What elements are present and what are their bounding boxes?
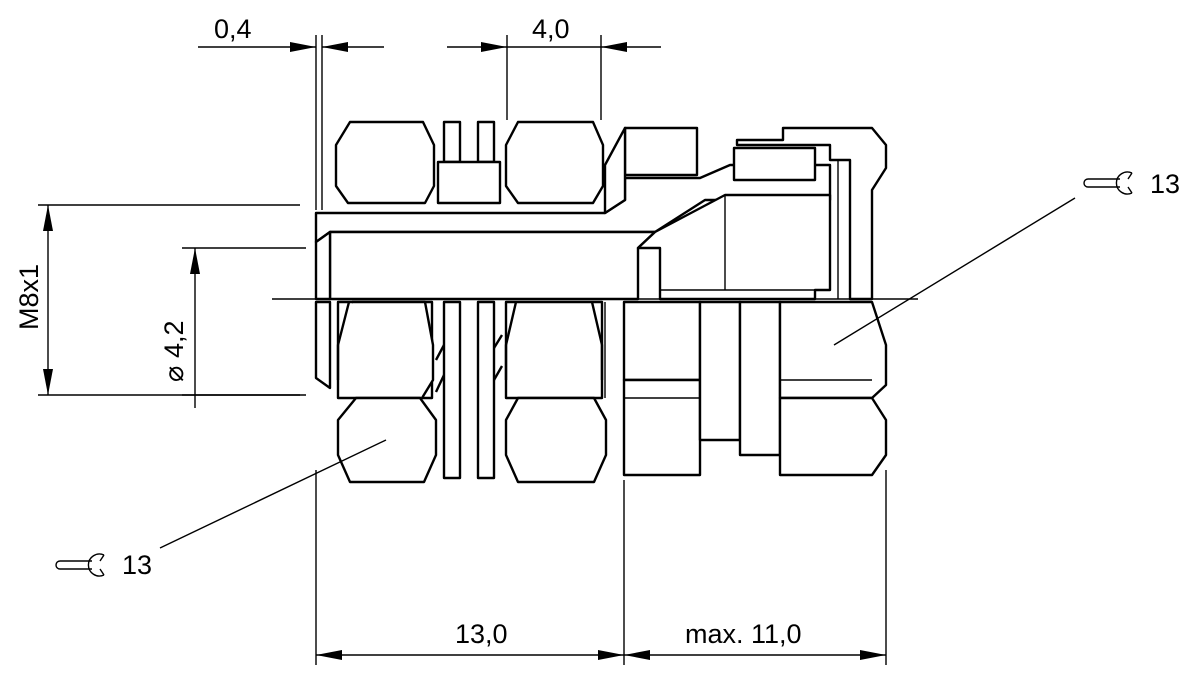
dimension-thread: M8x1 xyxy=(14,204,300,396)
dim-nut-text: 4,0 xyxy=(532,14,570,44)
dimension-bore: ⌀ 4,2 xyxy=(159,247,306,408)
wrench-callout-right: 13 xyxy=(833,169,1180,346)
dimension-flange-thickness: 0,4 xyxy=(198,14,384,210)
diameter-symbol-icon: ⌀ xyxy=(159,366,189,382)
dimension-nut-thickness: 4,0 xyxy=(447,14,661,120)
open-end-wrench-icon xyxy=(55,553,105,577)
wrench-size-left: 13 xyxy=(122,550,152,580)
rear-body xyxy=(603,126,888,477)
dim-bore-text: 4,2 xyxy=(159,320,189,358)
open-end-wrench-icon xyxy=(1083,171,1133,195)
washers xyxy=(434,120,504,480)
dim-flange-text: 0,4 xyxy=(214,14,252,44)
wrench-callout-left: 13 xyxy=(55,439,387,580)
dimension-panel-length: 13,0 xyxy=(315,470,625,665)
threaded-body xyxy=(314,163,832,390)
left-hex-nut xyxy=(334,120,438,484)
dim-rear-text: max. 11,0 xyxy=(685,619,802,649)
dim-panel-text: 13,0 xyxy=(455,619,508,649)
dim-thread-text: M8x1 xyxy=(14,264,44,330)
right-hex-nut xyxy=(504,120,608,484)
dimension-rear-length: max. 11,0 xyxy=(624,470,887,665)
wrench-size-right: 13 xyxy=(1150,169,1180,199)
